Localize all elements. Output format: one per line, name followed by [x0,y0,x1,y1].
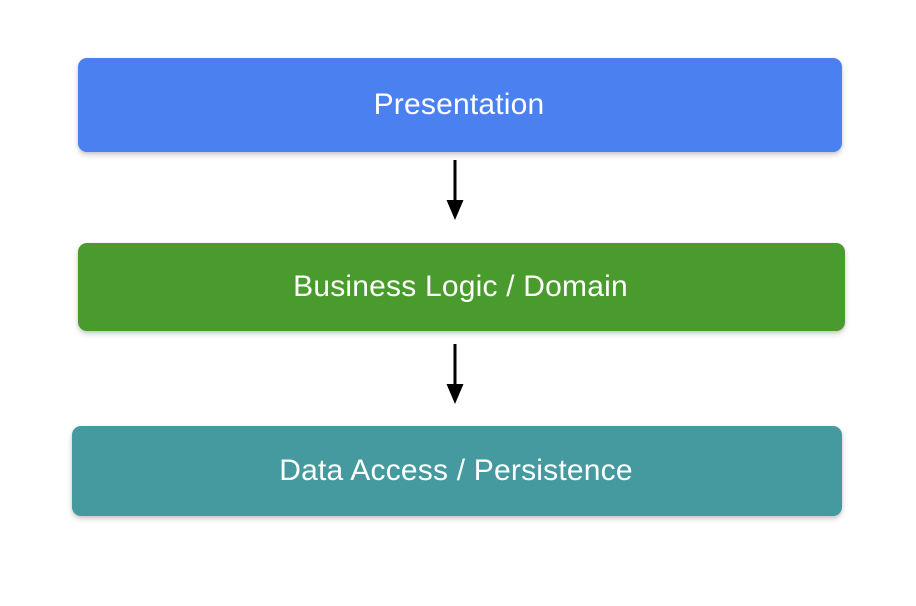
connector-arrow-business-to-data [437,344,473,406]
layer-label-business-logic: Business Logic / Domain [293,270,628,303]
layer-box-presentation[interactable]: Presentation [78,58,842,152]
layer-label-presentation: Presentation [373,88,545,121]
layer-box-business-logic[interactable]: Business Logic / Domain [78,243,845,331]
connector-arrow-presentation-to-business [437,160,473,222]
arrow-down-icon [446,344,464,404]
arrow-down-icon [446,160,464,220]
layer-label-data-access: Data Access / Persistence [279,454,633,487]
layer-box-data-access[interactable]: Data Access / Persistence [72,426,842,516]
